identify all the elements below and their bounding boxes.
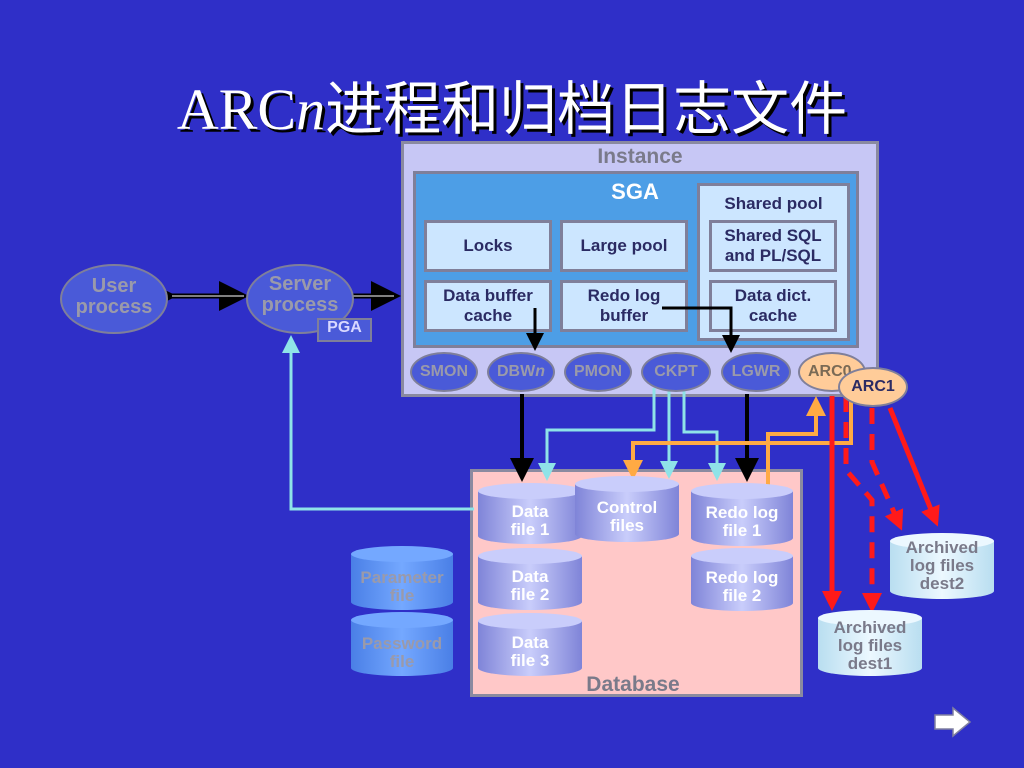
data-file-2-cylinder xyxy=(478,548,582,610)
archived-dest1-label: Archived log files dest1 xyxy=(833,618,907,673)
large-pool-cell: Large pool xyxy=(560,220,688,272)
control-files-label: Control files xyxy=(596,498,658,535)
archived-dest2-cylinder xyxy=(890,533,994,599)
pmon-process: PMON xyxy=(564,352,632,392)
pga-box xyxy=(317,318,372,342)
parameter-file-label: Parameter file xyxy=(360,568,444,605)
data-file-3-label: Data file 3 xyxy=(510,633,550,670)
page-title: ARCn进程和归档日志文件 xyxy=(176,77,848,142)
data-file-1-label: Data file 1 xyxy=(510,502,550,539)
user-process-ellipse xyxy=(60,264,168,334)
ckpt-process: CKPT xyxy=(641,352,711,392)
archived-dest1-cylinder xyxy=(818,610,922,676)
data-dict-cache-cell: Data dict. cache xyxy=(709,280,837,332)
redo-log-1-cylinder xyxy=(691,483,793,546)
redo-log-2-label: Redo log file 2 xyxy=(705,568,779,605)
control-files-cylinder xyxy=(575,476,679,542)
parameter-file-cylinder xyxy=(351,546,453,610)
password-file-label: Password file xyxy=(361,634,443,671)
archived-dest2-label: Archived log files dest2 xyxy=(905,538,979,593)
locks-cell: Locks xyxy=(424,220,552,272)
lgwr-process: LGWR xyxy=(721,352,791,392)
user-process-label: User process xyxy=(75,275,153,318)
data-buffer-cache-cell: Data buffer cache xyxy=(424,280,552,332)
data-file-2-label: Data file 2 xyxy=(510,567,550,604)
redo-log-2-cylinder xyxy=(691,548,793,611)
instance-label: Instance xyxy=(597,145,683,168)
right-arrow-icon xyxy=(934,706,972,738)
next-slide-button[interactable] xyxy=(933,705,973,739)
password-file-cylinder xyxy=(351,612,453,676)
server-process-label: Server process xyxy=(261,273,339,316)
shared-pool-label: Shared pool xyxy=(724,194,823,213)
sga-label: SGA xyxy=(611,179,659,204)
smon-process: SMON xyxy=(410,352,478,392)
redo-log-1-label: Redo log file 1 xyxy=(705,503,779,540)
database-label: Database xyxy=(586,673,680,696)
shared-sql-cell: Shared SQL and PL/SQL xyxy=(709,220,837,272)
data-file-3-cylinder xyxy=(478,613,582,676)
data-file-1-cylinder xyxy=(478,483,582,544)
redo-log-buffer-cell: Redo log buffer xyxy=(560,280,688,332)
arc1-process: ARC1 xyxy=(838,367,908,407)
pga-label: PGA xyxy=(327,319,362,336)
